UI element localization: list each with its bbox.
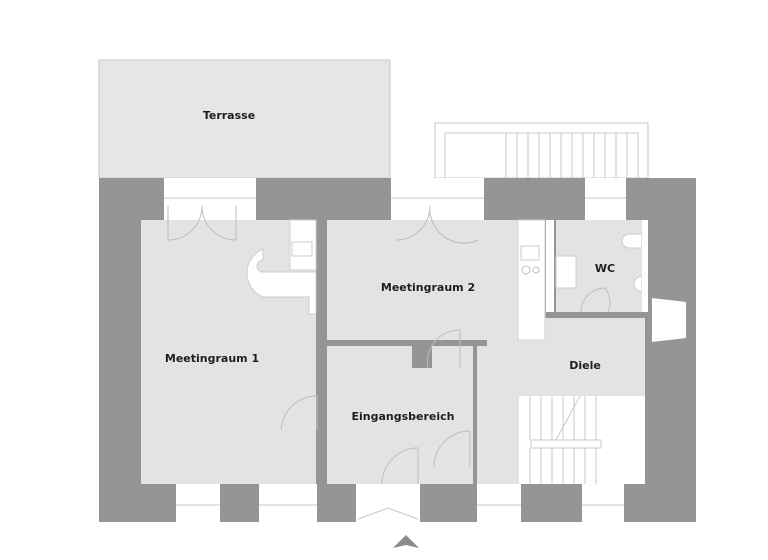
kitchen-counter-2	[517, 219, 546, 341]
entrance-arrow-icon	[393, 535, 419, 548]
chimney-opening	[652, 298, 686, 342]
label-meetingraum-2: Meetingraum 2	[381, 281, 475, 294]
room-meetingraum-2	[327, 220, 545, 340]
room-eingangsbereich	[327, 346, 473, 484]
label-eingangsbereich: Eingangsbereich	[351, 410, 454, 423]
doors	[167, 205, 611, 485]
inner-stairs	[519, 395, 645, 484]
label-wc: WC	[595, 262, 615, 275]
room-meetingraum-1	[141, 220, 316, 484]
windows-top	[164, 178, 626, 220]
terrace-area	[98, 59, 391, 179]
label-diele: Diele	[569, 359, 601, 372]
windows-bottom	[176, 484, 624, 522]
kitchen-counter-1	[246, 219, 317, 315]
label-meetingraum-1: Meetingraum 1	[165, 352, 259, 365]
label-terrasse: Terrasse	[203, 109, 255, 122]
outer-stairs	[434, 122, 649, 179]
wc-fixtures	[546, 220, 648, 312]
